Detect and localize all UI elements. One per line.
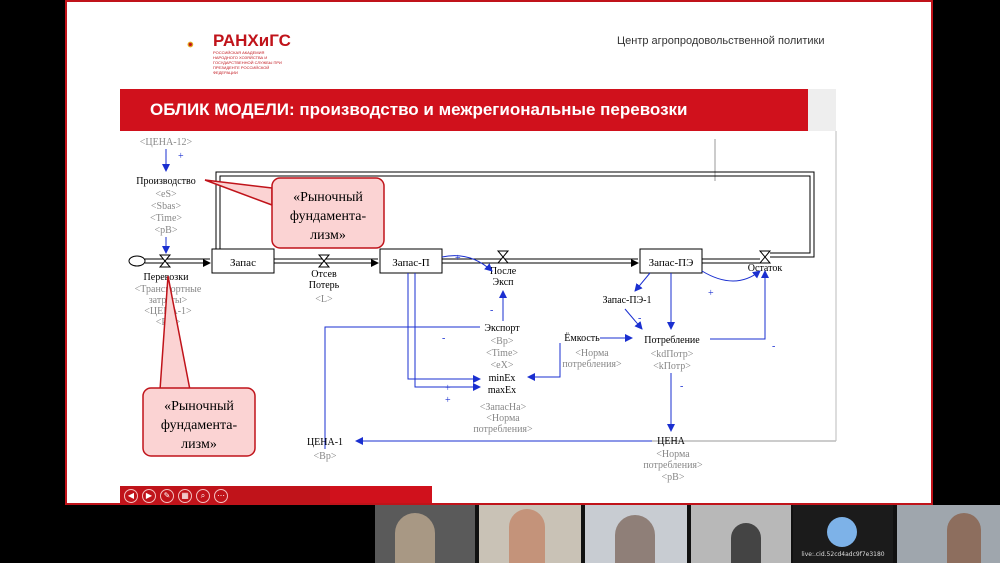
label-norma4: потребления>	[473, 424, 533, 435]
user-avatar-icon	[827, 517, 857, 547]
video-tile-avatar[interactable]: live:.cid.52cd4adc9f7e3180	[793, 505, 893, 563]
label-norma1: <Норма	[575, 348, 609, 359]
sign-minus-4: -	[772, 341, 775, 352]
logo-subtitle: РОССИЙСКАЯ АКАДЕМИЯ НАРОДНОГО ХОЗЯЙСТВА …	[213, 50, 282, 75]
sign-minus-3: -	[638, 313, 641, 324]
label-cena: ЦЕНА	[657, 436, 686, 447]
sign-minus-5: -	[680, 381, 683, 392]
sign-minus-1: -	[490, 305, 493, 316]
valve-otsev	[317, 254, 331, 268]
more-options-icon[interactable]: ⋯	[214, 489, 228, 503]
callout-top-line2: фундамента-	[290, 209, 367, 224]
valve-perevozki	[158, 254, 172, 268]
toolbar-strip-2	[330, 486, 432, 505]
video-tile-3[interactable]	[585, 505, 687, 563]
label-time: <Time>	[150, 213, 182, 224]
label-posle1: После	[490, 266, 517, 277]
label-otsev2: Потерь	[309, 280, 340, 291]
callout-bottom-line2: фундамента-	[161, 418, 238, 433]
source-cloud	[128, 255, 146, 267]
stock-zapas-label: Запас	[230, 257, 256, 269]
label-zapas-pe1: Запас-ПЭ-1	[602, 295, 651, 306]
label-potreblenie: Потребление	[644, 335, 700, 346]
sign-plus-3: +	[445, 383, 451, 394]
label-l: <L>	[315, 294, 333, 305]
prev-slide-icon[interactable]: ◀	[124, 489, 138, 503]
stock-zapas-pe-label: Запас-ПЭ	[649, 257, 694, 269]
label-bp2: <Bp>	[314, 451, 337, 462]
stock-zapas	[211, 248, 275, 274]
loop-inner	[215, 171, 815, 258]
callout-bottom-line1: «Рыночный	[164, 399, 234, 414]
label-cena12: <ЦЕНА-12>	[140, 137, 193, 148]
label-minex: minEx	[489, 373, 516, 384]
stock-zapas-p	[379, 248, 443, 274]
label-pb: <pB>	[155, 225, 178, 236]
label-norma5: <Норма	[656, 449, 690, 460]
stock-zapas-p-label: Запас-П	[392, 257, 430, 269]
slides-grid-icon[interactable]: ▦	[178, 489, 192, 503]
label-otsev1: Отсев	[311, 269, 337, 280]
label-perevozki: Перевозки	[144, 272, 190, 283]
sign-minus-2: -	[442, 333, 445, 344]
center-name: Центр агропродовольственной политики	[617, 35, 825, 47]
label-kpotr: <kПотр>	[653, 361, 691, 372]
label-norma3: <Норма	[486, 413, 520, 424]
video-strip	[375, 505, 1000, 563]
video-tile-2[interactable]	[479, 505, 581, 563]
slide-title: ОБЛИК МОДЕЛИ: производство и межрегионал…	[120, 89, 808, 131]
valve-posle	[496, 250, 510, 264]
label-time2: <Time>	[486, 348, 518, 359]
label-zapasna: <ЗапасНа>	[480, 402, 527, 413]
banner-tail	[808, 89, 836, 131]
label-ex: <eX>	[491, 360, 514, 371]
label-es: <eS>	[155, 189, 177, 200]
callout-bottom-box	[142, 387, 256, 457]
avatar-label: live:.cid.52cd4adc9f7e3180	[801, 551, 885, 558]
label-sbas: <Sbas>	[151, 201, 182, 212]
valve-ostatok	[758, 250, 772, 264]
label-bp: <Bp>	[491, 336, 514, 347]
callout-bottom-pointer	[159, 275, 191, 391]
callout-top-box	[271, 177, 385, 249]
label-maxex: maxEx	[488, 385, 516, 396]
label-norma2: потребления>	[562, 359, 622, 370]
model-diagram: Запас Запас-П Запас-ПЭ <ЦЕНА-12> + Произ…	[128, 131, 837, 483]
callout-top-line1: «Рыночный	[293, 190, 363, 205]
pen-icon[interactable]: ✎	[160, 489, 174, 503]
ranepa-logo	[187, 41, 194, 48]
label-posle2: Эксп	[492, 277, 514, 288]
callout-top-line3: лизм»	[310, 228, 346, 243]
zoom-icon[interactable]: ⌕	[196, 489, 210, 503]
label-emkost: Ёмкость	[564, 332, 600, 344]
callout-bottom-line3: лизм»	[181, 437, 217, 452]
label-ostatok: Остаток	[748, 263, 783, 274]
next-slide-icon[interactable]: ▶	[142, 489, 156, 503]
label-cena1: ЦЕНА-1	[307, 437, 343, 448]
label-pb2: <pB>	[662, 472, 685, 483]
sign-plus-4: +	[445, 395, 451, 406]
label-eksport: Экспорт	[484, 323, 520, 334]
loop-outer	[219, 175, 811, 254]
sign-plus-1: +	[178, 151, 184, 162]
sign-plus-2: +	[455, 253, 461, 264]
label-proizvodstvo: Производство	[136, 176, 195, 187]
label-kdpotr: <kdПотр>	[651, 349, 694, 360]
video-tile-4[interactable]	[691, 505, 791, 563]
stock-zapas-pe	[639, 248, 703, 274]
label-norma6: потребления>	[643, 460, 703, 471]
callout-top-pointer	[204, 179, 273, 207]
slideshow-toolbar: ◀ ▶ ✎ ▦ ⌕ ⋯	[120, 486, 850, 505]
logo-text: РАНХиГС	[213, 31, 291, 50]
video-tile-6[interactable]	[897, 505, 1000, 563]
sign-plus-5: +	[708, 288, 714, 299]
video-tile-1[interactable]	[375, 505, 475, 563]
